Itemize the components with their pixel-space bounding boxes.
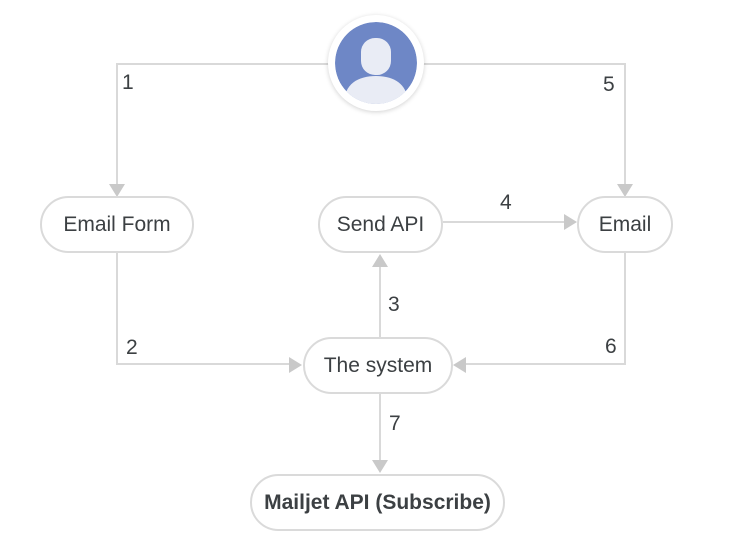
edge-7-step-label: 7 [389, 412, 401, 435]
edge-4-arrowhead-icon [564, 214, 577, 230]
edge-5-vertical-line [624, 63, 626, 186]
person-icon [335, 22, 417, 104]
node-the-system-label: The system [323, 354, 433, 377]
edge-6-arrowhead-icon [453, 357, 466, 373]
edge-3-arrowhead-icon [372, 254, 388, 267]
edge-7-vertical-line [379, 394, 381, 462]
node-email-form-label: Email Form [63, 213, 171, 236]
node-send-api: Send API [318, 196, 443, 253]
edge-5-arrowhead-icon [617, 184, 633, 197]
node-mailjet-api-subscribe: Mailjet API (Subscribe) [250, 474, 505, 531]
edge-3-step-label: 3 [388, 293, 400, 316]
edge-2-horizontal-line [116, 363, 292, 365]
edge-2-arrowhead-icon [289, 357, 302, 373]
edge-6-horizontal-line [464, 363, 626, 365]
edge-4-horizontal-line [443, 221, 566, 223]
user-avatar [328, 15, 424, 111]
edge-5-step-label: 5 [603, 73, 615, 96]
edge-7-arrowhead-icon [372, 460, 388, 473]
node-send-api-label: Send API [336, 213, 425, 236]
edge-2-vertical-line [116, 253, 118, 365]
edge-6-step-label: 6 [605, 335, 617, 358]
edge-6-vertical-line [624, 253, 626, 365]
node-email-label: Email [598, 213, 652, 236]
node-email-form: Email Form [40, 196, 194, 253]
node-email: Email [577, 196, 673, 253]
node-the-system: The system [303, 337, 453, 394]
edge-1-vertical-line [116, 63, 118, 186]
node-mailjet-api-subscribe-label: Mailjet API (Subscribe) [264, 491, 491, 514]
edge-1-step-label: 1 [122, 71, 134, 94]
edge-4-step-label: 4 [500, 191, 512, 214]
edge-3-vertical-line [379, 265, 381, 337]
edge-2-step-label: 2 [126, 336, 138, 359]
edge-1-arrowhead-icon [109, 184, 125, 197]
